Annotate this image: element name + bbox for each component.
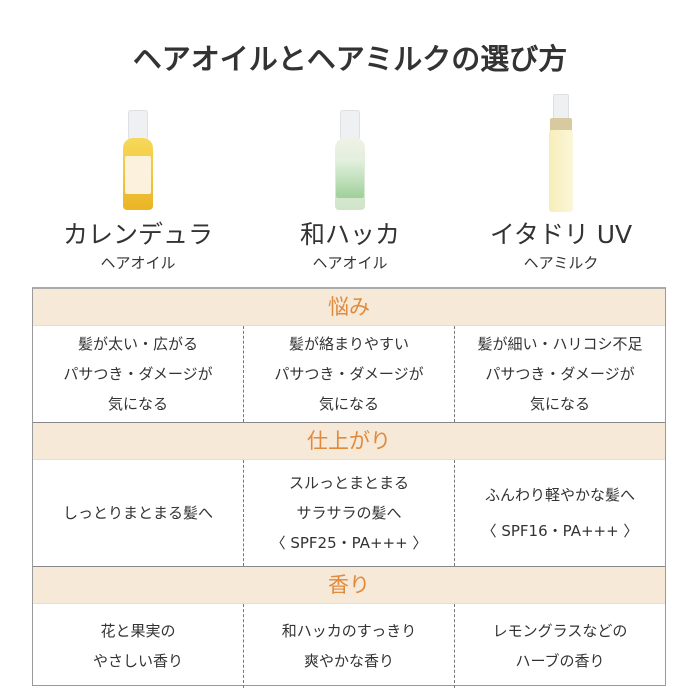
bottle-image (32, 92, 244, 217)
cell-text-line: 〈 SPF16・PA+++ 〉 (481, 522, 639, 540)
cell-text-line: 和ハッカのすっきり (281, 622, 417, 640)
cell-text-line: レモングラスなどの (492, 622, 628, 640)
table-cell: スルっとまとまるサラサラの髪へ〈 SPF25・PA+++ 〉 (243, 460, 454, 566)
table-cell: 花と果実のやさしい香り (33, 604, 243, 688)
product-type: ヘアオイル (312, 254, 388, 272)
cell-text-line: 気になる (318, 395, 379, 413)
table-cell: ふんわり軽やかな髪へ〈 SPF16・PA+++ 〉 (454, 460, 665, 566)
cell-text-line: 気になる (107, 395, 168, 413)
table-row: 花と果実のやさしい香り 和ハッカのすっきり爽やかな香り レモングラスなどのハーブ… (33, 604, 665, 688)
cell-text-line: パサつき・ダメージが (274, 365, 424, 383)
cell-text-line: 髪が太い・広がる (77, 335, 198, 353)
table-cell: 髪が細い・ハリコシ不足パサつき・ダメージが気になる (454, 326, 665, 422)
cell-text-line: 爽やかな香り (303, 652, 394, 670)
table-cell: しっとりまとまる髪へ (33, 460, 243, 566)
cell-text-line: 〈 SPF25・PA+++ 〉 (270, 534, 428, 552)
bottle-image (455, 92, 667, 217)
cell-text-line: しっとりまとまる髪へ (62, 504, 213, 522)
product-name: カレンデュラ (62, 220, 213, 249)
table-cell: 髪が太い・広がるパサつき・ダメージが気になる (33, 326, 243, 422)
cell-text-line: ハーブの香り (515, 652, 605, 670)
section-heading-scent: 香り (33, 567, 665, 604)
page-title: ヘアオイルとヘアミルクの選び方 (132, 42, 568, 76)
cell-text-line: スルっとまとまる (288, 474, 409, 492)
cell-text-line: 花と果実の (100, 622, 176, 640)
cell-text-line: パサつき・ダメージが (63, 365, 213, 383)
product-type: ヘアミルク (523, 254, 599, 272)
table-row: 髪が太い・広がるパサつき・ダメージが気になる 髪が絡まりやすいパサつき・ダメージ… (33, 326, 665, 423)
table-cell: 和ハッカのすっきり爽やかな香り (243, 604, 454, 688)
section-heading-finish: 仕上がり (33, 423, 665, 460)
table-cell: 髪が絡まりやすいパサつき・ダメージが気になる (243, 326, 454, 422)
product-name: イタドリ UV (489, 220, 633, 249)
product-name: 和ハッカ (299, 220, 400, 249)
comparison-table: 悩み 髪が太い・広がるパサつき・ダメージが気になる 髪が絡まりやすいパサつき・ダ… (32, 287, 666, 688)
cell-text-line: 髪が絡まりやすい (288, 335, 409, 353)
product-type: ヘアオイル (100, 254, 176, 272)
cell-text-line: やさしい香り (92, 652, 183, 670)
cell-text-line: 気になる (529, 395, 590, 413)
product-itadori: イタドリ UV ヘアミルク (455, 92, 667, 273)
table-cell: レモングラスなどのハーブの香り (454, 604, 665, 688)
cell-text-line: 髪が細い・ハリコシ不足 (477, 335, 643, 353)
product-calendula: カレンデュラ ヘアオイル (32, 92, 244, 273)
cell-text-line: ふんわり軽やかな髪へ (484, 486, 635, 504)
section-heading-concerns: 悩み (33, 289, 665, 326)
table-row: しっとりまとまる髪へ スルっとまとまるサラサラの髪へ〈 SPF25・PA+++ … (33, 460, 665, 567)
cell-text-line: パサつき・ダメージが (485, 365, 635, 383)
cell-text-line: サラサラの髪へ (296, 504, 402, 522)
product-wahakka: 和ハッカ ヘアオイル (244, 92, 456, 273)
bottle-image (244, 92, 456, 217)
